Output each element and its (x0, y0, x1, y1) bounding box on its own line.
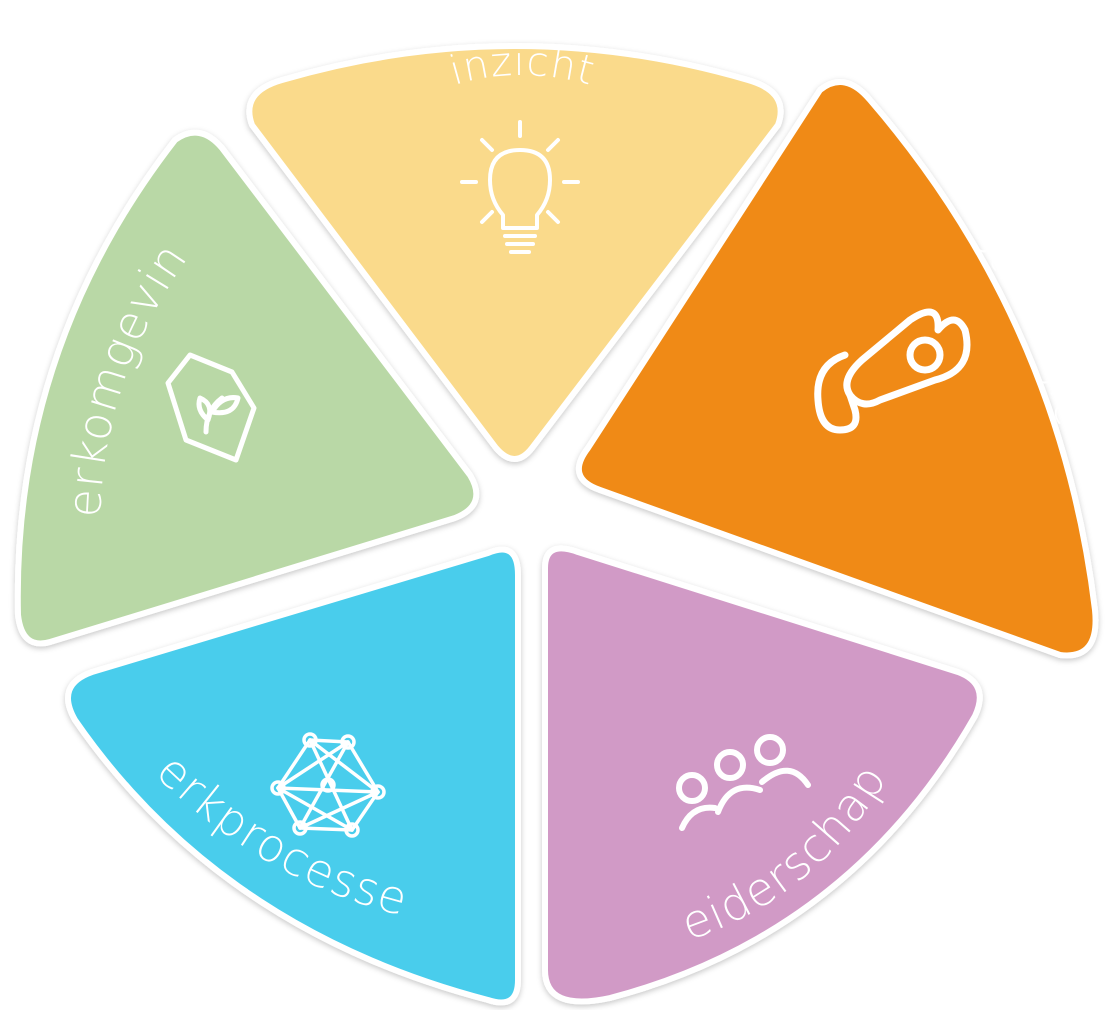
segment-leiderschap-shape (542, 545, 983, 1005)
people-group-icon (676, 734, 811, 831)
segment-inzicht: inzicht (246, 39, 784, 462)
segment-werkprocessen-shape (65, 546, 521, 1006)
network-icon (270, 732, 386, 838)
lightbulb-icon (460, 120, 580, 254)
segment-strategie-shape (576, 79, 1099, 659)
plant-house-icon (165, 352, 257, 463)
segment-werkomgeving-shape (14, 129, 480, 647)
map-pin-icon (814, 308, 971, 434)
